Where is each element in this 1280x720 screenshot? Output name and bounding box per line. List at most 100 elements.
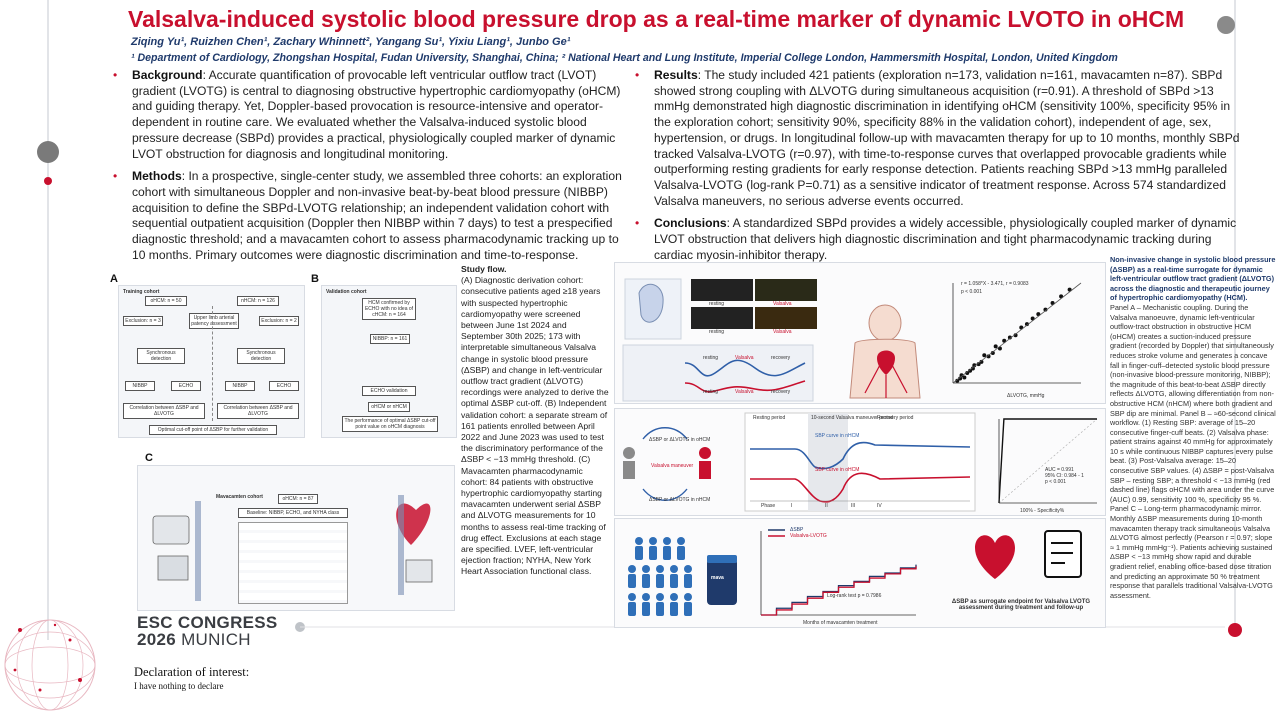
scatter-xlabel: ΔLVOTG, mmHg: [1007, 393, 1045, 399]
resting-period-label: Resting period: [753, 415, 786, 421]
affiliations: ¹ Department of Cardiology, Zhongshan Ho…: [131, 52, 1118, 64]
baseline-box: Baseline: NIBBP, ECHO, and NYHA class: [238, 508, 348, 518]
scatter-point: [979, 359, 984, 364]
bp-recovery-label: recovery: [771, 355, 791, 361]
decor-dot-gray: [37, 141, 59, 163]
panel-label-c-flow: C: [145, 452, 153, 464]
echo-box-right: ECHO: [269, 381, 299, 391]
phase-label: Phase: [761, 503, 776, 509]
sbp-nhcm-label: SBP curve in nHCM: [815, 433, 860, 439]
nhcm-count-box: nHCM: n = 126: [237, 296, 279, 306]
figure-caption-heading: Non-invasive change in systolic blood pr…: [1110, 255, 1276, 303]
scatter-equation: r = 1.058*X - 3.471, r = 0.9083: [961, 281, 1029, 287]
surrogate-caption: ΔSBP as surrogate endpoint for Valsalva …: [951, 599, 1091, 611]
esc-logo-line1: ESC CONGRESS: [137, 613, 278, 632]
scatter-point: [982, 353, 987, 358]
hcm-confirmed-box: HCM confirmed by ECHO with no idea of cH…: [362, 298, 416, 320]
bullet-icon: •: [635, 216, 640, 231]
roc-p: p < 0.001: [1045, 479, 1066, 485]
panel-c-longterm: mava ΔSBP Valsalva-LVOTG Log-rank test p…: [614, 518, 1106, 628]
decor-dot-red-br: [1228, 623, 1242, 637]
methods-text: : In a prospective, single-center study,…: [132, 169, 622, 262]
esc-logo-city: MUNICH: [181, 630, 251, 649]
decor-dot-red-small: [44, 177, 52, 185]
echo-resting-label: resting: [709, 301, 725, 307]
bullet-icon: •: [635, 68, 640, 82]
bp2-recovery-label: recovery: [771, 389, 791, 395]
ohcm-or-nhcm-box: oHCM or nHCM: [368, 402, 410, 412]
conclusions-text: : A standardized SBPd provides a widely …: [654, 216, 1237, 262]
scatter-point: [972, 363, 977, 368]
training-cohort-label: Training cohort: [123, 289, 160, 295]
scatter-point: [970, 366, 975, 371]
valsalva-maneuver-label: Valsalva maneuver: [651, 463, 694, 469]
roc-ci: 95% CI: 0.984 - 1: [1045, 473, 1084, 479]
validation-cohort-label: Validation cohort: [326, 289, 367, 295]
doppler-valsalva-label: Valsalva: [773, 329, 792, 335]
scatter-point: [959, 373, 964, 378]
scatter-p-value: p < 0.001: [961, 289, 982, 295]
scatter-point: [976, 362, 981, 367]
km-legend-dsbp: ΔSBP: [790, 527, 804, 533]
phase-4: IV: [877, 503, 882, 509]
mavacamten-cohort-label: Mavacamten cohort: [216, 494, 263, 500]
scatter-point: [955, 378, 960, 383]
methods-heading: Methods: [132, 169, 182, 184]
scatter-point: [965, 371, 970, 375]
decor-wire-globe: [4, 619, 96, 711]
nibbp-box-left: NIBBP: [125, 381, 155, 391]
bullet-icon: •: [113, 169, 118, 184]
figure-caption-text: Panel A – Mechanistic coupling. During t…: [1110, 302, 1276, 600]
scatter-point: [1007, 335, 1012, 340]
scatter-point: [993, 344, 998, 349]
bp2-valsalva-label: Valsalva: [735, 389, 754, 395]
dsbp-ohcm-label: ΔSBP or ΔLVOTG in oHCM: [649, 437, 711, 443]
scatter-fit-line: [952, 282, 1082, 384]
author-list: Ziqing Yu¹, Ruizhen Chen¹, Zachary Whinn…: [131, 36, 571, 48]
declaration-text: I have nothing to declare: [134, 681, 224, 691]
right-text-column: •Results: The study included 421 patient…: [632, 68, 1242, 270]
scatter-chart: [952, 282, 1082, 384]
scatter-point: [962, 375, 967, 380]
roc-auc: AUC = 0.991: [1045, 467, 1074, 473]
km-xlabel: Months of mavacamten treatment: [803, 620, 878, 626]
results-heading: Results: [654, 68, 698, 82]
bp2-resting-label: resting: [703, 389, 719, 395]
panel-a-mechanism: resting Valsalva resting Valsalva restin…: [614, 262, 1106, 404]
esc-logo-line2: 2026 MUNICH: [137, 630, 251, 650]
correlation-box-right: Correlation between ΔSBP and ΔLVOTG: [217, 403, 299, 419]
echo-validation-box: ECHO validation: [362, 386, 416, 396]
correlation-box-left: Correlation between ΔSBP and ΔLVOTG: [123, 403, 205, 419]
scatter-point: [1013, 333, 1018, 338]
km-chart: [760, 529, 917, 616]
validation-cohort-flowchart: Validation cohort HCM confirmed by ECHO …: [321, 285, 457, 438]
scatter-point: [990, 351, 995, 355]
declaration-heading: Declaration of interest:: [134, 665, 250, 679]
sync-detection-left: Synchronous detection: [137, 348, 185, 364]
echo-box-left: ECHO: [171, 381, 201, 391]
nibbp-box-right: NIBBP: [225, 381, 255, 391]
scatter-point: [1043, 307, 1048, 312]
roc-curve: [998, 418, 1097, 504]
scatter-point: [986, 354, 991, 359]
figure-caption: Non-invasive change in systolic blood pr…: [1110, 255, 1276, 600]
background-text: : Accurate quantification of provocable …: [132, 68, 621, 161]
background-paragraph: •Background: Accurate quantification of …: [110, 68, 630, 162]
study-flow-heading: Study flow.: [461, 264, 507, 274]
panel-label-a-flow: A: [110, 273, 118, 285]
mavacamten-cohort-flowchart: Mavacamten cohort oHCM: n = 87 Baseline:…: [137, 465, 455, 611]
scatter-point: [968, 368, 973, 373]
study-flow-text: (A) Diagnostic derivation cohort: consec…: [461, 275, 609, 577]
results-paragraph: •Results: The study included 421 patient…: [632, 68, 1242, 209]
sync-detection-right: Synchronous detection: [237, 348, 285, 364]
poster-title: Valsalva-induced systolic blood pressure…: [128, 6, 1185, 32]
echo-valsalva-label: Valsalva: [773, 301, 792, 307]
bp-valsalva-label: Valsalva: [735, 355, 754, 361]
nibbp-161-box: NIBBP: n = 161: [370, 334, 410, 344]
phase-1: I: [791, 503, 793, 509]
esc-logo-year: 2026: [137, 630, 177, 649]
km-legend-lvotg: Valsalva-LVOTG: [790, 533, 827, 539]
roc-diagonal: [998, 418, 1098, 504]
bullet-icon: •: [113, 68, 118, 82]
km-series-line: [761, 566, 917, 616]
